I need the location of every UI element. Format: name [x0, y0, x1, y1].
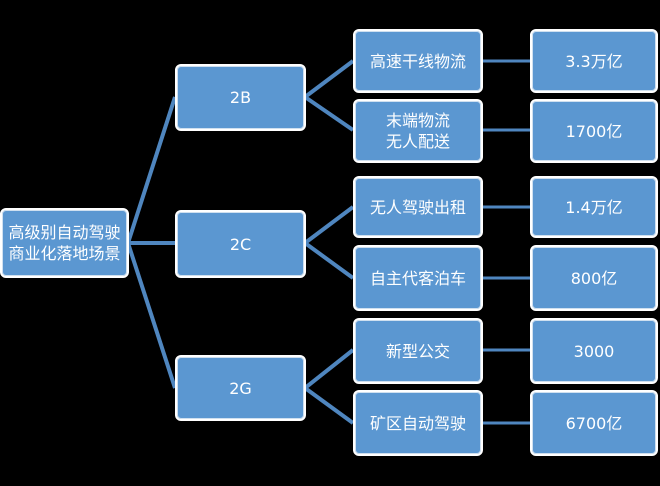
connector-2c-2: [303, 241, 355, 280]
market-value: 1.4万亿: [530, 176, 658, 238]
connector-root-2b: [126, 96, 177, 244]
connector-2c-1: [303, 205, 355, 245]
scenario-node: 矿区自动驾驶: [353, 390, 483, 456]
scenario-node: 无人驾驶出租: [353, 176, 483, 238]
root-node: 高级别自动驾驶 商业化落地场景: [0, 208, 129, 278]
market-value: 800亿: [530, 245, 658, 311]
connector-2b-2: [303, 95, 355, 132]
market-value: 3000: [530, 318, 658, 384]
category-2b: 2B: [175, 64, 306, 131]
market-value: 1700亿: [530, 99, 658, 163]
scenario-node: 新型公交: [353, 318, 483, 384]
market-value: 6700亿: [530, 390, 658, 456]
scenario-node: 末端物流 无人配送: [353, 99, 483, 163]
connector-2b-1: [303, 59, 355, 99]
connector-2g-2: [303, 386, 355, 425]
category-2g: 2G: [175, 355, 306, 421]
market-value: 3.3万亿: [530, 29, 658, 93]
connector-2g-1: [303, 348, 355, 390]
connector-root-2g: [126, 242, 177, 389]
category-2c: 2C: [175, 210, 306, 278]
scenario-node: 自主代客泊车: [353, 245, 483, 311]
scenario-node: 高速干线物流: [353, 29, 483, 93]
